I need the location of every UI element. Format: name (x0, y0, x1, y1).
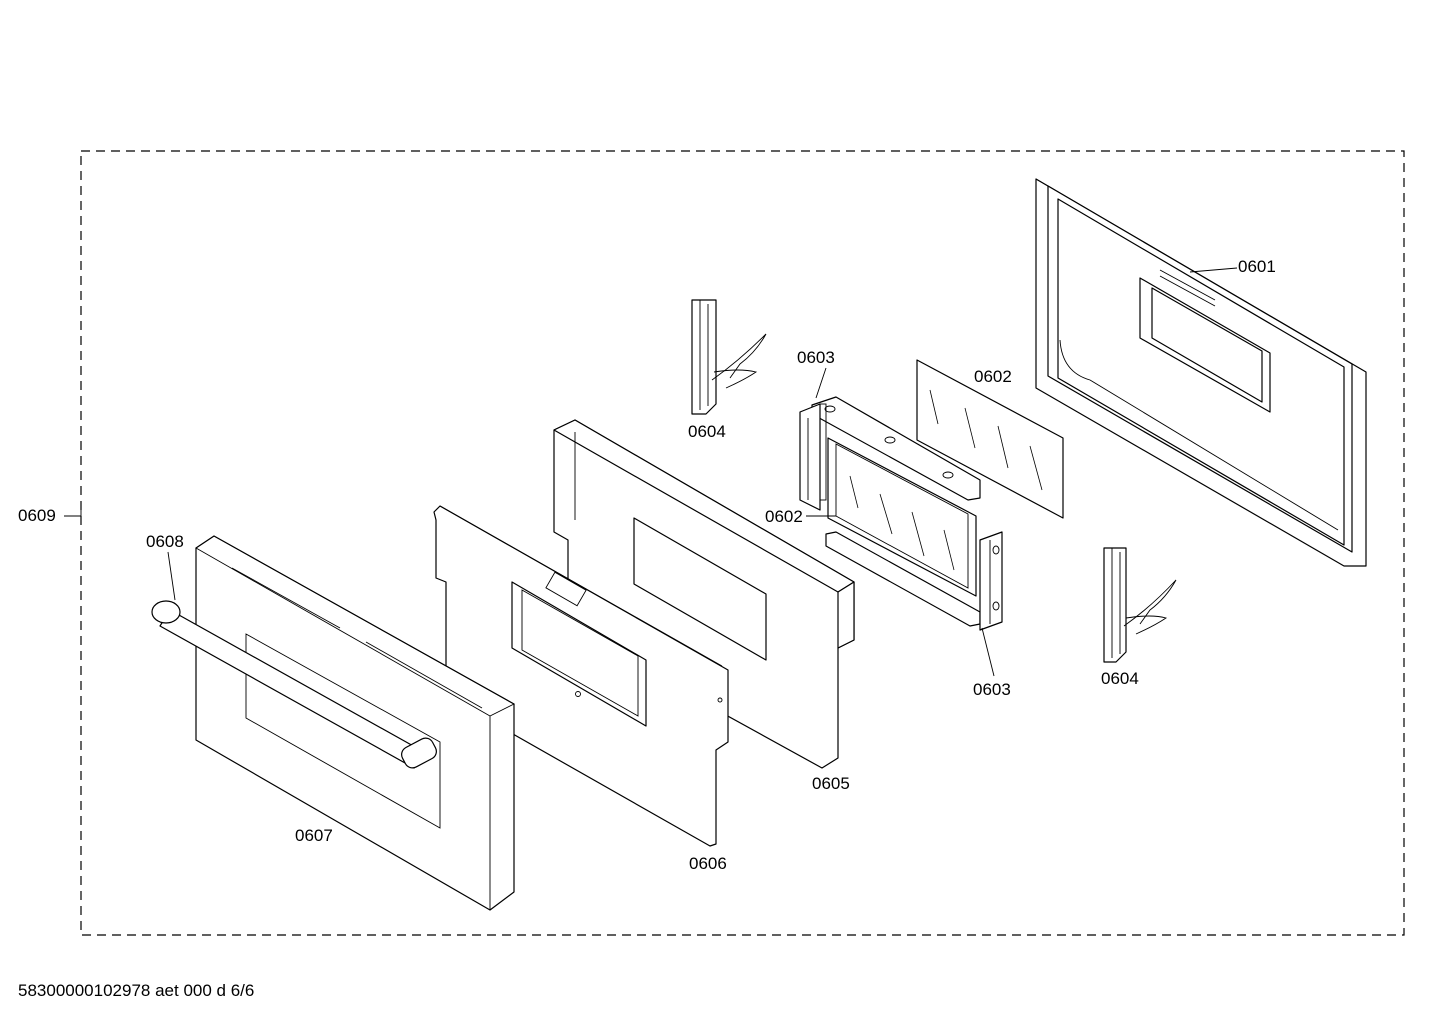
part-0603-glass-frame-upper (799, 396, 981, 511)
leader-lines (64, 267, 1238, 677)
part-0602-glass-pane-upper (916, 359, 1064, 519)
label-0605: 0605 (812, 774, 850, 793)
label-0601: 0601 (1238, 257, 1276, 276)
vent-slots (231, 567, 483, 709)
part-0608-door-handle (151, 600, 437, 769)
assembly-boundary (80, 150, 1405, 936)
label-0603-upper: 0603 (797, 348, 835, 367)
label-0604-lower: 0604 (1101, 669, 1139, 688)
label-0608: 0608 (146, 532, 184, 551)
label-0603-lower: 0603 (973, 680, 1011, 699)
part-0601-door-frame (1035, 178, 1367, 567)
part-0602-glass-pane-lower (827, 437, 977, 597)
label-0609: 0609 (18, 506, 56, 525)
label-0607: 0607 (295, 826, 333, 845)
part-0603-glass-frame-lower (825, 531, 1003, 631)
label-0602-lower: 0602 (765, 507, 803, 526)
part-0606-inner-metal-sheet (433, 505, 729, 847)
label-0606: 0606 (689, 854, 727, 873)
part-0605-inner-door-panel (553, 419, 855, 769)
part-0604-hinge-upper (691, 299, 767, 415)
part-0604-hinge-lower (1103, 547, 1177, 663)
document-footer-code: 58300000102978 aet 000 d 6/6 (18, 981, 255, 1000)
label-0602-upper: 0602 (974, 367, 1012, 386)
label-0604-upper: 0604 (688, 422, 726, 441)
